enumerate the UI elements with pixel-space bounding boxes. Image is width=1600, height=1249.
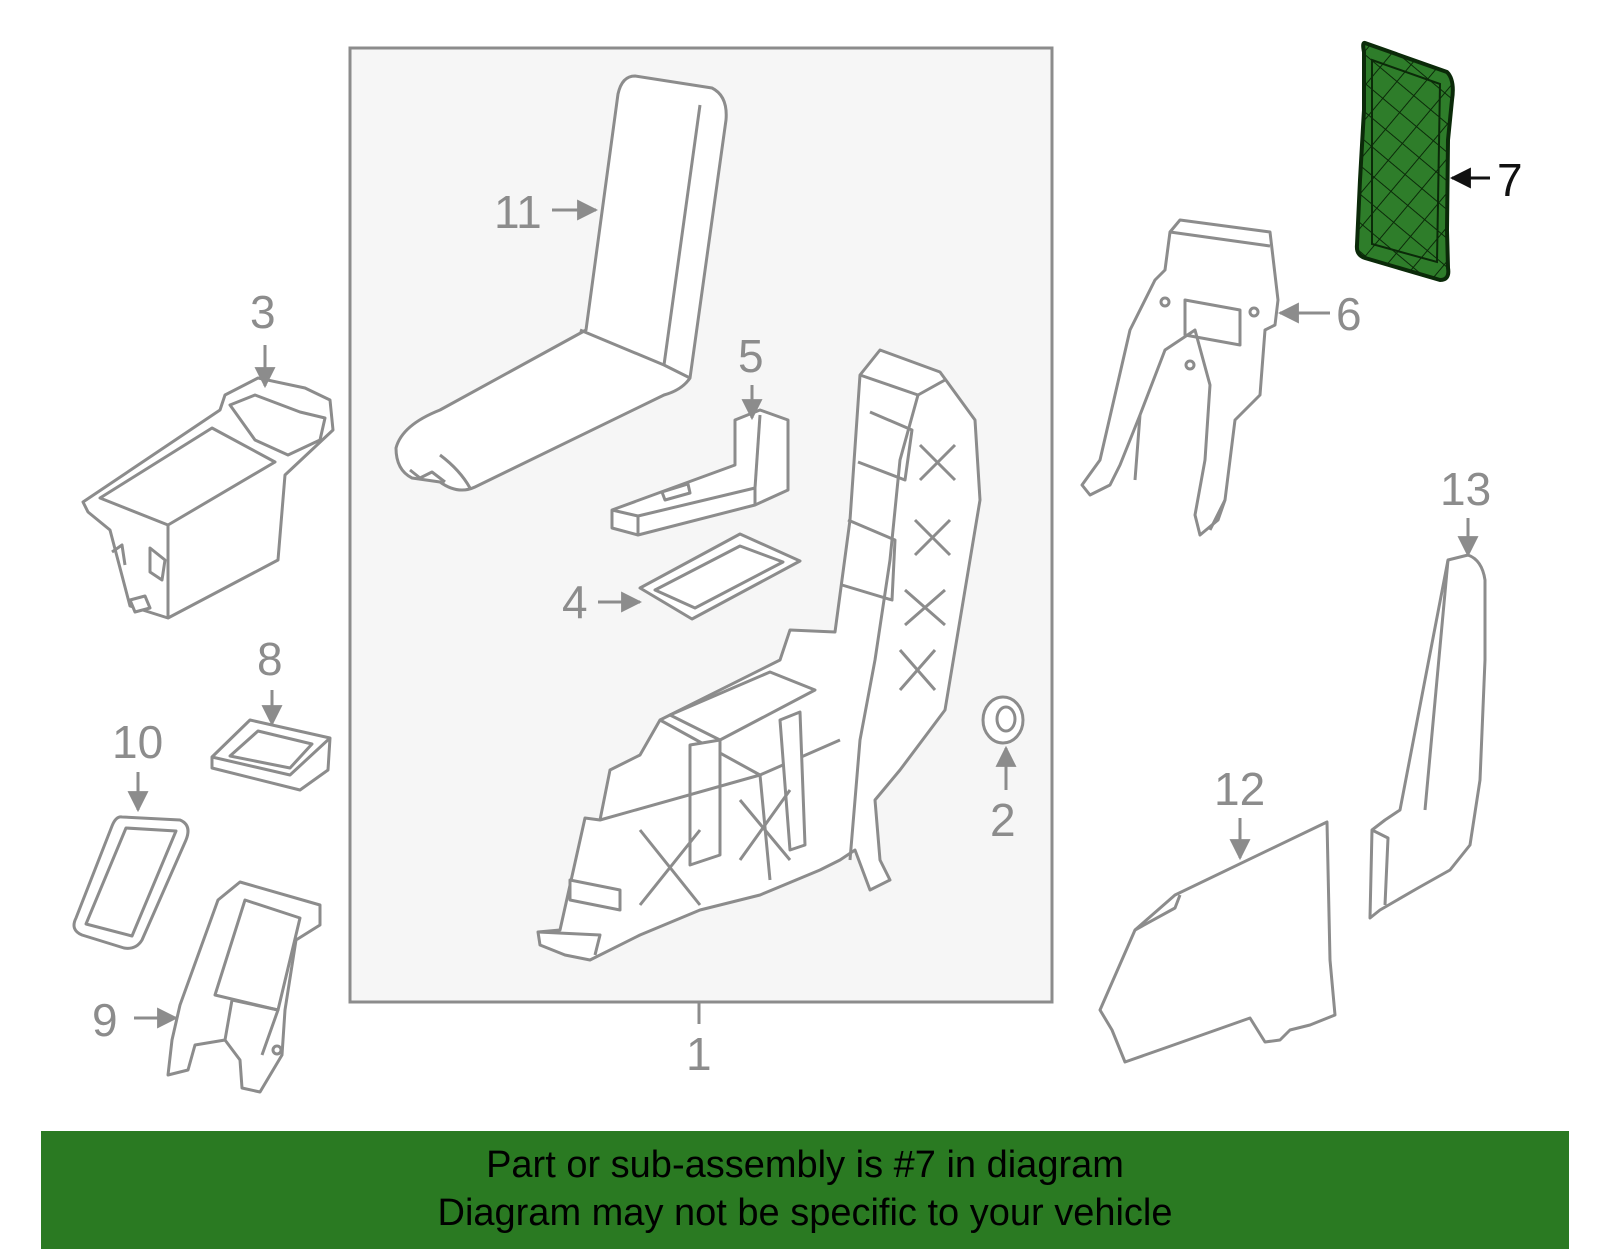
info-banner: Part or sub-assembly is #7 in diagram Di… [41,1131,1569,1249]
mat-part[interactable] [638,532,802,621]
rear-bracket-part[interactable] [1080,218,1280,537]
callout-9: 9 [92,994,118,1046]
callout-4: 4 [562,576,588,628]
callout-12: 12 [1214,763,1265,815]
bracket-part[interactable] [610,408,790,537]
callout-6: 6 [1336,288,1362,340]
trim-part[interactable] [1368,553,1487,920]
callout-1: 1 [686,1028,712,1080]
callout-2: 2 [990,794,1016,846]
callout-5: 5 [738,330,764,382]
small-tray-part[interactable] [210,718,332,792]
callout-8: 8 [257,633,283,685]
armrest-lid-part[interactable] [394,74,728,492]
console-housing-part[interactable] [536,348,982,962]
callout-11: 11 [494,186,542,238]
banner-line-part-number: Part or sub-assembly is #7 in diagram [486,1144,1124,1186]
callout-3: 3 [250,286,276,338]
side-panel-part[interactable] [1098,820,1337,1064]
callout-7: 7 [1497,154,1523,206]
callout-10: 10 [112,716,163,768]
lower-bracket-part[interactable] [166,880,322,1094]
cup-holder-part[interactable] [81,376,335,620]
banner-line-disclaimer: Diagram may not be specific to your vehi… [437,1192,1173,1234]
pad-part[interactable] [72,815,190,950]
mesh-panel-highlight[interactable] [1354,40,1455,282]
grommet-part[interactable] [981,695,1025,745]
callout-13: 13 [1440,463,1491,515]
